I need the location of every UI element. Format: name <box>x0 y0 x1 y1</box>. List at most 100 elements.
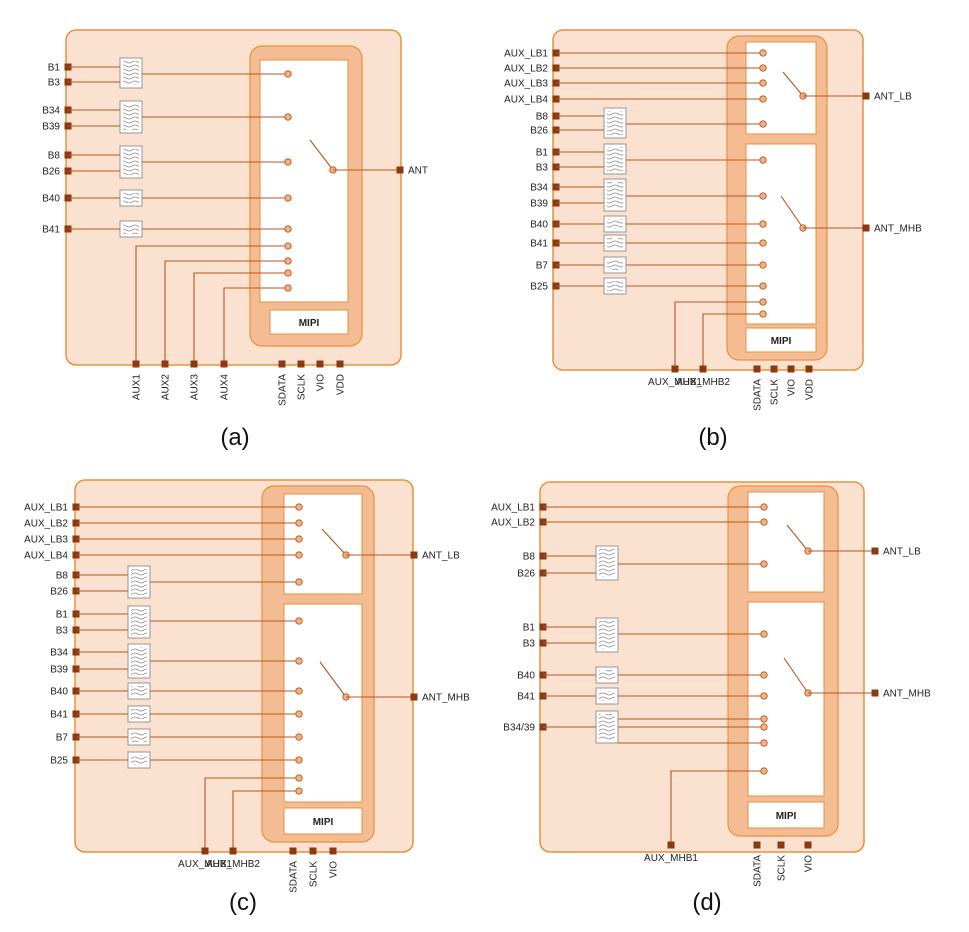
p3-ctrl-pin-2 <box>804 841 812 849</box>
p0-aux-node-3 <box>284 284 292 292</box>
p1-ctrl-pin-3 <box>805 365 813 373</box>
p2-switch-0-arm <box>321 528 347 556</box>
p2-left-label-3: AUX_LB4 <box>24 551 68 562</box>
p3-filter-extra-node-2 <box>760 715 768 723</box>
p3-left-label-5: B3 <box>523 639 536 650</box>
p3-aux-route-0 <box>670 770 764 845</box>
p0-filter-4-wave <box>123 224 139 234</box>
p1-aux-route-1 <box>702 313 763 369</box>
p3-ant-pin-0 <box>871 547 879 555</box>
p1-filter-node-3 <box>759 220 767 228</box>
mipi-box-c <box>283 807 363 835</box>
p3-filter-3-wave <box>599 691 615 701</box>
p2-ant-label-1: ANT_MHB <box>422 693 470 704</box>
p2-filter-1-wave <box>131 609 147 635</box>
p2-left-label-7: B3 <box>56 626 69 637</box>
p3-ant-label-0: ANT_LB <box>883 547 921 558</box>
p1-ctrl-pin-0 <box>753 365 761 373</box>
p3-ant-pin-1 <box>871 689 879 697</box>
p0-filter-node-3 <box>284 194 292 202</box>
caption-d: (d) <box>692 889 721 916</box>
p2-ctrl-pin-0 <box>289 847 297 855</box>
p0-aux-label-1: AUX2 <box>161 374 172 401</box>
p3-ctrl-label-1: SCLK <box>777 855 788 881</box>
p1-aux-pin-0 <box>671 365 679 373</box>
p3-filter-node-2 <box>760 671 768 679</box>
p1-left-label-7: B3 <box>536 163 549 174</box>
p1-filter-2-wave <box>607 182 623 208</box>
mipi-label-a: MIPI <box>299 318 320 329</box>
p1-switch-0-arm <box>782 71 804 97</box>
p0-ant-pin-0 <box>396 166 404 174</box>
p2-left-label-12: B7 <box>56 733 69 744</box>
p1-filter-5-wave <box>607 260 623 270</box>
p3-switch-0-arm <box>786 524 809 552</box>
p3-switch-1-arm <box>783 657 809 694</box>
p0-filter-0-wave <box>123 61 139 85</box>
p0-aux-node-2 <box>284 269 292 277</box>
p2-filter-node-1 <box>295 617 303 625</box>
p3-filter-extra-node <box>760 739 768 747</box>
p0-ctrl-pin-1 <box>297 360 305 368</box>
p1-left-label-5: B26 <box>530 126 548 137</box>
p2-node-0 <box>295 503 303 511</box>
p0-filter-3-wave <box>123 193 139 203</box>
p0-aux-pin-3 <box>220 360 228 368</box>
panel-b <box>552 29 864 371</box>
p2-aux-node-1 <box>295 787 303 795</box>
p0-aux-route-1 <box>164 260 288 364</box>
p0-aux-pin-2 <box>190 360 198 368</box>
p1-filter-node-5 <box>759 261 767 269</box>
caption-b: (b) <box>698 424 727 451</box>
p0-left-label-6: B40 <box>42 194 60 205</box>
p1-filter-node-1 <box>759 156 767 164</box>
p1-aux-label-1: AUX_MHB2 <box>676 377 730 388</box>
p3-filter-2-wave <box>599 670 615 680</box>
mipi-box-a <box>269 309 349 335</box>
p0-aux-pin-1 <box>161 360 169 368</box>
p0-aux-route-0 <box>135 245 288 364</box>
p3-node-1 <box>760 518 768 526</box>
p2-left-label-4: B8 <box>56 571 69 582</box>
p0-ant-label-0: ANT <box>408 166 428 177</box>
p2-left-label-2: AUX_LB3 <box>24 535 68 546</box>
p1-aux-pin-1 <box>699 365 707 373</box>
p0-filter-node-1 <box>284 113 292 121</box>
switch-inner-d-top <box>747 491 825 593</box>
p2-filter-node-4 <box>295 710 303 718</box>
p2-aux-label-0: AUX_MHB1 <box>178 859 232 870</box>
p1-aux-node-0 <box>759 298 767 306</box>
p0-filter-node-4 <box>284 225 292 233</box>
p1-aux-route-0 <box>674 301 763 369</box>
p2-filter-node-5 <box>295 733 303 741</box>
p0-filter-2-wave <box>123 149 139 175</box>
p1-filter-1-wave <box>607 147 623 171</box>
p2-ctrl-label-0: SDATA <box>289 861 300 893</box>
p2-left-label-13: B25 <box>50 756 68 767</box>
p2-node-3 <box>295 551 303 559</box>
p3-left-label-2: B8 <box>523 552 536 563</box>
p3-aux-pin-0 <box>667 841 675 849</box>
p3-filter-node-3 <box>760 692 768 700</box>
p3-aux-label-0: AUX_MHB1 <box>644 853 698 864</box>
p1-filter-node-6 <box>759 282 767 290</box>
p1-ctrl-label-1: SCLK <box>770 379 781 405</box>
p1-filter-node-2 <box>759 192 767 200</box>
p1-filter-4-wave <box>607 238 623 248</box>
p2-filter-node-3 <box>295 687 303 695</box>
switch-inner-b-top <box>745 41 817 135</box>
p1-left-label-3: AUX_LB4 <box>504 95 548 106</box>
p2-left-label-9: B39 <box>50 665 68 676</box>
p2-node-1 <box>295 519 303 527</box>
p2-ctrl-pin-2 <box>329 847 337 855</box>
switch-inner-a <box>259 59 349 303</box>
p0-aux-label-2: AUX3 <box>190 374 201 401</box>
p3-filter-node-0 <box>760 560 768 568</box>
p1-aux-label-0: AUX_MHB1 <box>648 377 702 388</box>
p3-aux-node-0 <box>760 767 768 775</box>
p0-left-label-2: B34 <box>42 106 60 117</box>
p2-left-label-0: AUX_LB1 <box>24 503 68 514</box>
p0-aux-route-3 <box>223 287 288 364</box>
p0-left-label-0: B1 <box>48 63 61 74</box>
